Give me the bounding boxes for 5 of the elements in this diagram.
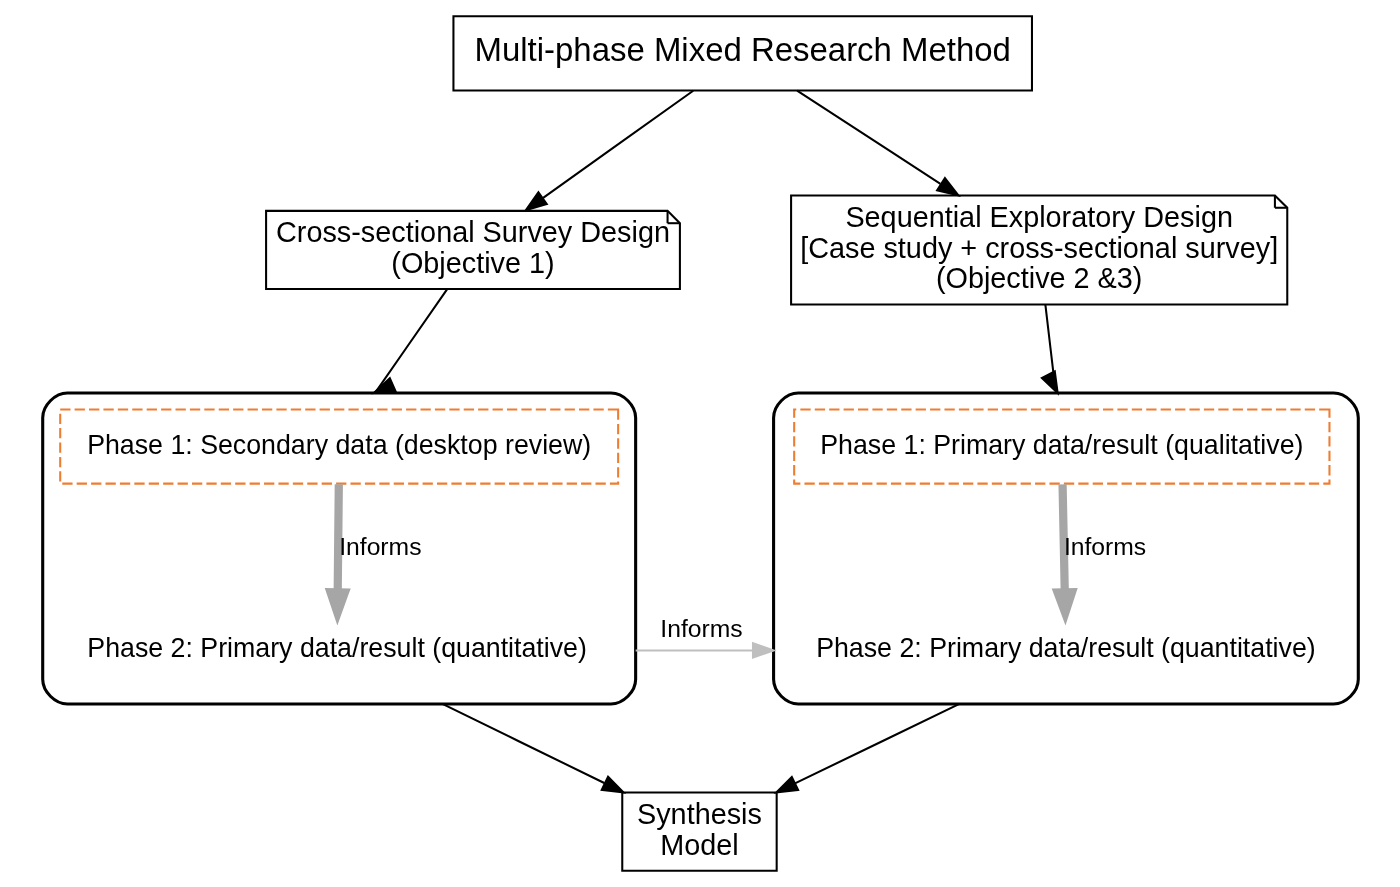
edge-label: Informs (1063, 532, 1146, 560)
edge-label: Informs (338, 532, 422, 560)
node-text: Phase 2: Primary data/result (quantitative) (815, 633, 1316, 664)
edge-label: Informs (659, 615, 743, 643)
node-text: Phase 2: Primary data/result (quantitative) (86, 633, 587, 664)
